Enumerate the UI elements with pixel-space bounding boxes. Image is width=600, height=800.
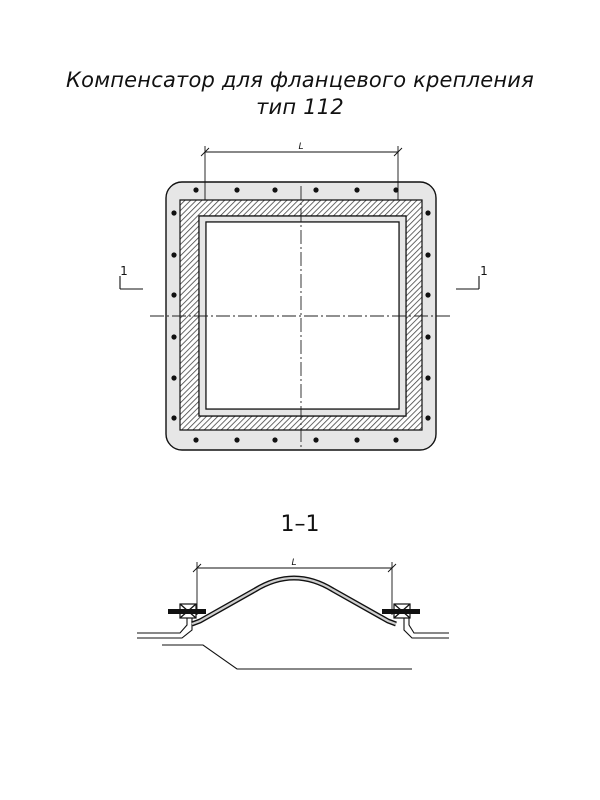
section-dimension-label: L <box>291 558 296 568</box>
bolt-left-5 <box>171 375 177 381</box>
bolt-bottom-5 <box>354 437 360 443</box>
bolt-right-1 <box>425 210 431 216</box>
drawing-title-line-1: Компенсатор для фланцевого крепления <box>66 68 534 92</box>
bolt-top-3 <box>272 187 278 193</box>
flexible-bellows-core <box>191 576 397 626</box>
bolt-right-5 <box>425 375 431 381</box>
bolt-right-3 <box>425 292 431 298</box>
bolt-left-1 <box>171 210 177 216</box>
plan-dimension-label: L <box>298 142 303 152</box>
plan-view: L 1 1 <box>119 142 488 451</box>
bolt-right-4 <box>425 334 431 340</box>
bolt-top-2 <box>234 187 240 193</box>
bolt-left-6 <box>171 415 177 421</box>
bolt-top-6 <box>393 187 399 193</box>
bolt-top-1 <box>193 187 199 193</box>
plan-dimension-l <box>200 146 403 200</box>
bolt-right-6 <box>425 415 431 421</box>
cut-marker-right-label: 1 <box>480 264 488 278</box>
cut-marker-left-label: 1 <box>120 264 128 278</box>
bolt-left-2 <box>171 252 177 258</box>
section-heading: 1–1 <box>280 512 320 537</box>
bolt-bottom-2 <box>234 437 240 443</box>
left-clamp-bolt <box>168 603 206 619</box>
bolt-left-4 <box>171 334 177 340</box>
bolt-bottom-3 <box>272 437 278 443</box>
section-dimension-l <box>192 562 397 615</box>
bolt-bottom-1 <box>193 437 199 443</box>
cut-marker-left <box>119 276 143 290</box>
bolt-top-5 <box>354 187 360 193</box>
section-view: L <box>137 558 449 670</box>
cut-marker-right <box>456 276 480 290</box>
duct-opening <box>205 221 400 410</box>
bolt-top-4 <box>313 187 319 193</box>
drawing-title-line-2: тип 112 <box>256 95 344 119</box>
bolt-bottom-6 <box>393 437 399 443</box>
right-clamp-bolt <box>382 603 420 619</box>
flange-bolts <box>171 187 431 443</box>
bolt-bottom-4 <box>313 437 319 443</box>
bolt-right-2 <box>425 252 431 258</box>
flexible-bellows <box>191 575 397 627</box>
bolt-left-3 <box>171 292 177 298</box>
